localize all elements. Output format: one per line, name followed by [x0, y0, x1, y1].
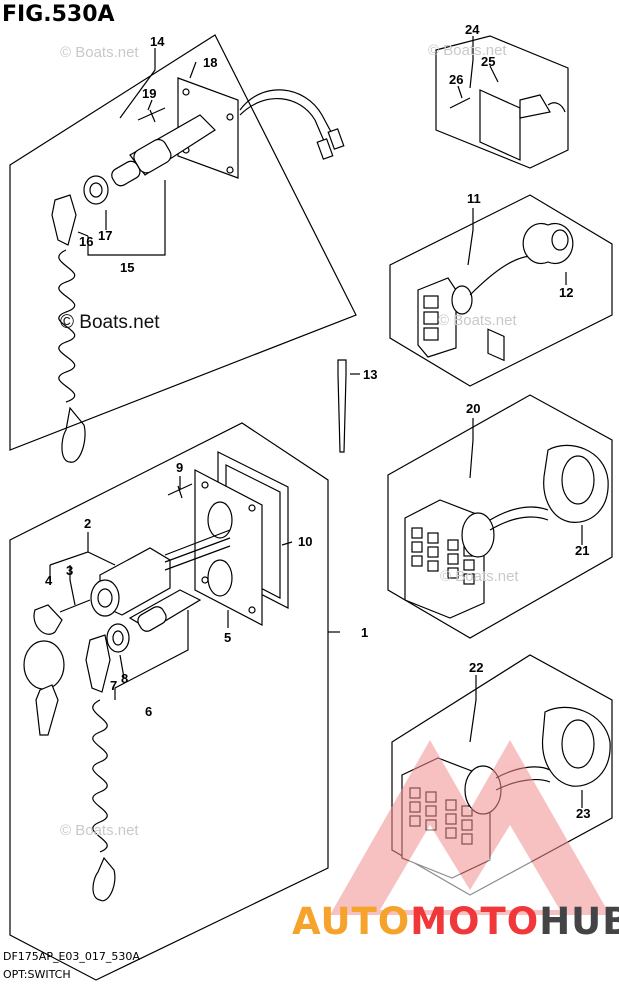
- part-number-26: 26: [449, 72, 463, 87]
- part-number-11: 11: [467, 191, 481, 206]
- part-number-1: 1: [361, 625, 368, 640]
- part-number-15: 15: [120, 260, 134, 275]
- part-number-2: 2: [84, 516, 91, 531]
- watermark-triangle: [330, 740, 610, 915]
- part-number-19: 19: [142, 86, 156, 101]
- panel-11-outline: [389, 194, 613, 387]
- screw-19: [137, 107, 166, 123]
- part-number-8: 8: [121, 671, 128, 686]
- part-number-3: 3: [66, 563, 73, 578]
- lanyard-hook-7: [92, 856, 116, 902]
- part-number-14: 14: [150, 34, 165, 49]
- part-number-25: 25: [481, 54, 495, 69]
- part-number-21: 21: [575, 543, 589, 558]
- screw-26: [449, 97, 471, 109]
- part-number-4: 4: [45, 573, 53, 588]
- key-4: [33, 604, 63, 635]
- panel-20-outline: [387, 394, 613, 639]
- lanyard-clip-16: [51, 194, 77, 246]
- part-number-23: 23: [576, 806, 590, 821]
- panel-24-outline: [435, 35, 569, 169]
- plate-5: [194, 469, 263, 626]
- watermark-small-5: © Boats.net: [60, 822, 139, 839]
- part-number-7: 7: [110, 678, 117, 693]
- panel-14-outline: [9, 34, 357, 451]
- part-number-5: 5: [224, 630, 231, 645]
- part-number-24: 24: [465, 22, 480, 37]
- key-spare: [35, 684, 59, 736]
- kill-switch-wires: [239, 89, 339, 156]
- brand-logo-part-3: HUB: [539, 900, 619, 943]
- brand-logo: AUTOMOTOHUB: [292, 900, 619, 943]
- cable-tie-13: [337, 359, 347, 453]
- rocker-switch-25: [479, 89, 521, 161]
- part-number-17: 17: [98, 228, 112, 243]
- part-number-22: 22: [469, 660, 483, 675]
- grommet-12: [522, 222, 574, 265]
- figure-title: FIG.530A: [2, 2, 115, 27]
- lanyard-coil-7: [92, 699, 108, 853]
- brand-logo-part-2: MOTO: [410, 900, 540, 943]
- panel-20-buttons: [411, 527, 475, 585]
- lanyard-hook-16: [61, 406, 86, 463]
- grommet-23: [541, 706, 611, 787]
- lanyard-clip-7: [85, 634, 111, 693]
- diagram-code: DF175AP_E03_017_530A: [3, 950, 140, 963]
- brand-logo-part-1: AUTO: [292, 900, 411, 943]
- part-number-13: 13: [363, 367, 377, 382]
- panel-1-outline: [9, 422, 329, 981]
- part-number-16: 16: [79, 234, 93, 249]
- watermark-small-4: © Boats.net: [440, 568, 519, 585]
- part-numbers: 14 18 19 16 17 15 24 25 26 11 12 13 20 2…: [45, 22, 590, 821]
- part-number-12: 12: [559, 285, 573, 300]
- grommet-21: [543, 444, 609, 523]
- part-number-18: 18: [203, 55, 217, 70]
- watermark-small-1: © Boats.net: [60, 44, 139, 61]
- part-number-6: 6: [145, 704, 152, 719]
- lanyard-coil-16: [58, 249, 76, 403]
- watermark-small-3: © Boats.net: [438, 312, 517, 329]
- watermark-large: © Boats.net: [60, 312, 160, 333]
- part-number-9: 9: [176, 460, 183, 475]
- diagram-caption: OPT:SWITCH: [3, 968, 71, 981]
- watermark-small-2: © Boats.net: [428, 42, 507, 59]
- key-ring: [23, 640, 65, 690]
- part-number-10: 10: [298, 534, 312, 549]
- part-number-20: 20: [466, 401, 480, 416]
